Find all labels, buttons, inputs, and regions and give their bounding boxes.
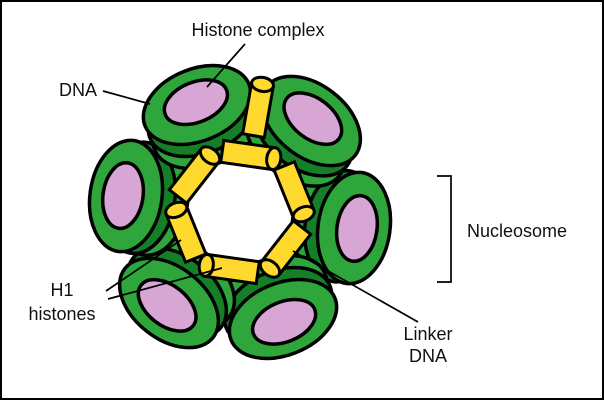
- linker-dna-label-line2: DNA: [409, 346, 447, 366]
- pointer-lines: [102, 43, 452, 323]
- pointer-line-histone-complex: [206, 43, 246, 88]
- h1-histones-label-line1: H1: [50, 280, 73, 300]
- linker-dna-label-line1: Linker: [403, 324, 452, 344]
- pointer-line-h1-lower: [107, 267, 223, 300]
- nucleosome-bracket: [437, 175, 452, 283]
- pointer-line-dna: [102, 90, 151, 105]
- labels: Histone complex DNA H1 histones Linker D…: [28, 20, 567, 366]
- nucleosome-label: Nucleosome: [467, 221, 567, 241]
- h1-histones-label-line2: histones: [28, 304, 95, 324]
- pointer-line-h1-upper: [105, 239, 182, 292]
- histone-complex-label: Histone complex: [191, 20, 324, 40]
- pointer-line-linker-dna: [292, 250, 419, 323]
- dna-label: DNA: [59, 80, 97, 100]
